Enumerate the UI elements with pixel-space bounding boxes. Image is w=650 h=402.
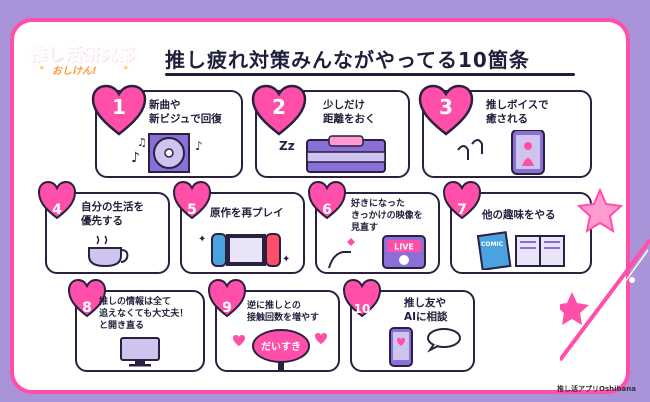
sparkle-wand-decoration <box>560 187 650 362</box>
heart-badge-icon <box>172 180 212 220</box>
cd-music-icon: ♪ ♫ ♪ <box>131 133 203 173</box>
item-number: 6 <box>322 202 332 218</box>
heart-badge-icon <box>418 84 474 136</box>
item-number: 8 <box>82 300 92 316</box>
card-1: 1 新曲や 新ビジュで回復 ♪ ♫ ♪ <box>91 84 243 178</box>
item-text: 新曲や 新ビジュで回復 <box>149 99 222 125</box>
heart-badge-icon <box>307 180 347 220</box>
live-video-icon: LIVE <box>328 235 426 269</box>
bed-sleep-icon: Zz <box>279 135 386 173</box>
logo-sub-text: おしけん! <box>52 66 97 77</box>
card-4: 4 自分の生活を 優先する <box>37 180 170 274</box>
live-badge-text: LIVE <box>394 243 414 252</box>
heart-badge-icon <box>442 180 482 220</box>
item-number: 2 <box>272 95 286 119</box>
card-7: 7 他の趣味をやる COMIC <box>442 180 592 274</box>
sparkle-icon: ✦ <box>38 64 46 74</box>
item-number: 9 <box>222 300 232 316</box>
item-number: 4 <box>52 202 62 218</box>
svg-text:✦: ✦ <box>282 254 290 265</box>
item-text: 逆に推しとの 接触回数を増やす <box>247 301 320 323</box>
uchiwa-text: だいすき <box>261 341 301 353</box>
heart-badge-icon <box>37 180 77 220</box>
card-5: 5 原作を再プレイ ✦ ✦ <box>172 180 305 274</box>
brand-logo: 推し活研究部 おしけん! ✦ ✦ <box>30 40 160 80</box>
item-text: 推しボイスで 癒される <box>486 99 549 125</box>
monitor-icon <box>120 337 160 367</box>
heart-badge-icon <box>251 84 307 136</box>
svg-text:✦: ✦ <box>198 234 206 245</box>
comic-books-icon: COMIC <box>476 231 565 270</box>
heart-badge-icon <box>91 84 147 136</box>
heart-badge-icon <box>342 278 382 318</box>
uchiwa-fan-icon: だいすき <box>233 329 327 370</box>
item-text: 好きになった きっかけの映像を 見直す <box>351 199 423 233</box>
card-9: 9 逆に推しとの 接触回数を増やす だいすき <box>207 278 340 372</box>
game-console-icon: ✦ ✦ <box>198 233 290 267</box>
logo-main-text: 推し活研究部 <box>30 45 135 66</box>
sparkle-icon: ✦ <box>122 64 130 74</box>
coffee-cup-icon <box>88 235 129 268</box>
item-text: 自分の生活を 優先する <box>81 201 144 227</box>
svg-text:♪: ♪ <box>131 150 140 166</box>
svg-text:♪: ♪ <box>195 139 203 153</box>
item-number: 5 <box>187 202 197 218</box>
item-text: 推し友や AIに相談 <box>404 297 448 323</box>
item-number: 10 <box>353 302 371 316</box>
card-3: 3 推しボイスで 癒される <box>418 84 592 178</box>
comic-badge-text: COMIC <box>481 241 504 248</box>
credit-text: 推し活アプリOshibana <box>557 385 636 393</box>
card-2: 2 少しだけ 距離をおく Zz <box>251 84 410 178</box>
svg-text:Zz: Zz <box>279 139 295 153</box>
title-underline <box>165 73 575 76</box>
svg-text:♫: ♫ <box>137 136 147 149</box>
item-number: 3 <box>439 95 453 119</box>
item-text: 原作を再プレイ <box>210 207 284 219</box>
item-number: 7 <box>457 202 467 218</box>
earphones-phone-icon <box>457 130 545 175</box>
item-text: 少しだけ 距離をおく <box>323 99 376 125</box>
chat-phone-icon <box>389 327 461 367</box>
page-title: 推し疲れ対策みんながやってる10箇条 <box>165 48 530 72</box>
item-text: 推しの情報は全て 追えなくても大丈夫！ と開き直る <box>99 297 189 331</box>
heart-badge-icon <box>67 278 107 318</box>
item-text: 他の趣味をやる <box>482 209 556 221</box>
heart-badge-icon <box>207 278 247 318</box>
card-6: 6 好きになった きっかけの映像を 見直す LIVE <box>307 180 440 274</box>
card-10: 10 推し友や AIに相談 <box>342 278 475 372</box>
card-8: 8 推しの情報は全て 追えなくても大丈夫！ と開き直る <box>67 278 205 372</box>
item-number: 1 <box>112 95 126 119</box>
